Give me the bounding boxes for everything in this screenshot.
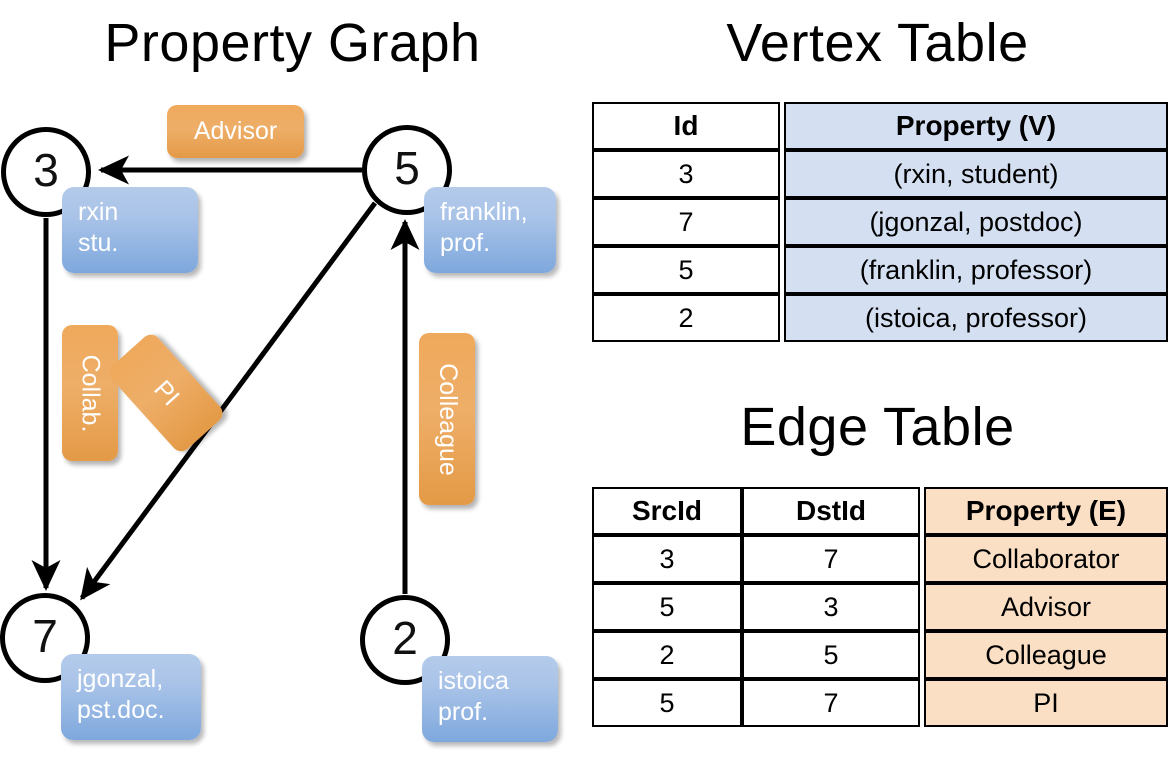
table-row[interactable]: 2 (istoica, professor)	[592, 294, 1168, 342]
node-property-line-1: jgonzal,	[77, 665, 164, 693]
vertex-row-id: 7	[592, 198, 780, 246]
table-row[interactable]: 7 (jgonzal, postdoc)	[592, 198, 1168, 246]
graph-node-2-label: 2	[392, 612, 418, 664]
edge-label-collab: Collab.	[62, 325, 118, 461]
edge-row-dstid: 3	[742, 583, 920, 631]
graph-node-7-label: 7	[32, 610, 58, 662]
property-graph-panel: Property Graph 3 5 7 2 rxin stu. frankli…	[0, 13, 558, 742]
edge-label-advisor: Advisor	[167, 105, 304, 158]
table-row[interactable]: 5 (franklin, professor)	[592, 246, 1168, 294]
edge-table-header-property: Property (E)	[924, 487, 1168, 535]
edge-row-property: Collaborator	[924, 535, 1168, 583]
edge-table-header-srcid: SrcId	[592, 487, 742, 535]
vertex-row-id: 3	[592, 150, 780, 198]
graph-node-5-label: 5	[394, 142, 420, 194]
node-property-line-2: prof.	[440, 228, 491, 257]
vertex-row-id: 5	[592, 246, 780, 294]
table-row[interactable]: 3 (rxin, student)	[592, 150, 1168, 198]
page-title-edge-table: Edge Table	[740, 397, 1015, 457]
node-property-line-1: franklin,	[440, 198, 528, 226]
node-property-line-2: pst.doc.	[77, 695, 165, 724]
edge-row-srcid: 2	[592, 631, 742, 679]
node-property-line-1: istoica	[438, 667, 509, 695]
node-property-callout-2: istoica prof.	[422, 656, 558, 742]
edge-table-header-row: SrcId DstId Property (E)	[592, 487, 1168, 535]
edge-row-property: PI	[924, 679, 1168, 727]
edge-table: SrcId DstId Property (E) 3 7 Collaborato…	[592, 487, 1168, 727]
graph-node-5[interactable]: 5	[362, 125, 452, 215]
node-property-callout-7: jgonzal, pst.doc.	[61, 654, 201, 740]
table-row[interactable]: 3 7 Collaborator	[592, 535, 1168, 583]
vertex-row-id: 2	[592, 294, 780, 342]
node-property-line-2: stu.	[78, 228, 119, 257]
vertex-row-property: (istoica, professor)	[784, 294, 1168, 342]
table-row[interactable]: 5 7 PI	[592, 679, 1168, 727]
vertex-table-header-id: Id	[592, 102, 780, 150]
node-property-callout-3: rxin stu.	[62, 187, 198, 273]
node-property-line-1: rxin	[78, 198, 119, 226]
edge-5-to-7-pi	[79, 201, 378, 601]
edge-row-srcid: 3	[592, 535, 742, 583]
edge-row-property: Advisor	[924, 583, 1168, 631]
edge-row-srcid: 5	[592, 679, 742, 727]
edge-row-srcid: 5	[592, 583, 742, 631]
node-property-callout-5: franklin, prof.	[424, 187, 556, 273]
page-title-property-graph: Property Graph	[104, 13, 481, 73]
graph-node-3-label: 3	[33, 144, 59, 196]
graph-node-2[interactable]: 2	[360, 595, 450, 685]
vertex-row-property: (franklin, professor)	[784, 246, 1168, 294]
edge-row-property: Colleague	[924, 631, 1168, 679]
edge-row-dstid: 7	[742, 535, 920, 583]
edge-label-colleague: Colleague	[419, 333, 475, 505]
table-row[interactable]: 2 5 Colleague	[592, 631, 1168, 679]
table-row[interactable]: 5 3 Advisor	[592, 583, 1168, 631]
vertex-table: Id Property (V) 3 (rxin, student) 7 (jgo…	[592, 102, 1168, 342]
vertex-table-header-row: Id Property (V)	[592, 102, 1168, 150]
vertex-table-header-property: Property (V)	[784, 102, 1168, 150]
edge-row-dstid: 5	[742, 631, 920, 679]
node-property-line-2: prof.	[438, 697, 489, 726]
edge-table-header-dstid: DstId	[742, 487, 920, 535]
vertex-row-property: (jgonzal, postdoc)	[784, 198, 1168, 246]
edge-row-dstid: 7	[742, 679, 920, 727]
graph-edges-layer	[31, 155, 420, 601]
page-title-vertex-table: Vertex Table	[726, 13, 1029, 73]
vertex-row-property: (rxin, student)	[784, 150, 1168, 198]
